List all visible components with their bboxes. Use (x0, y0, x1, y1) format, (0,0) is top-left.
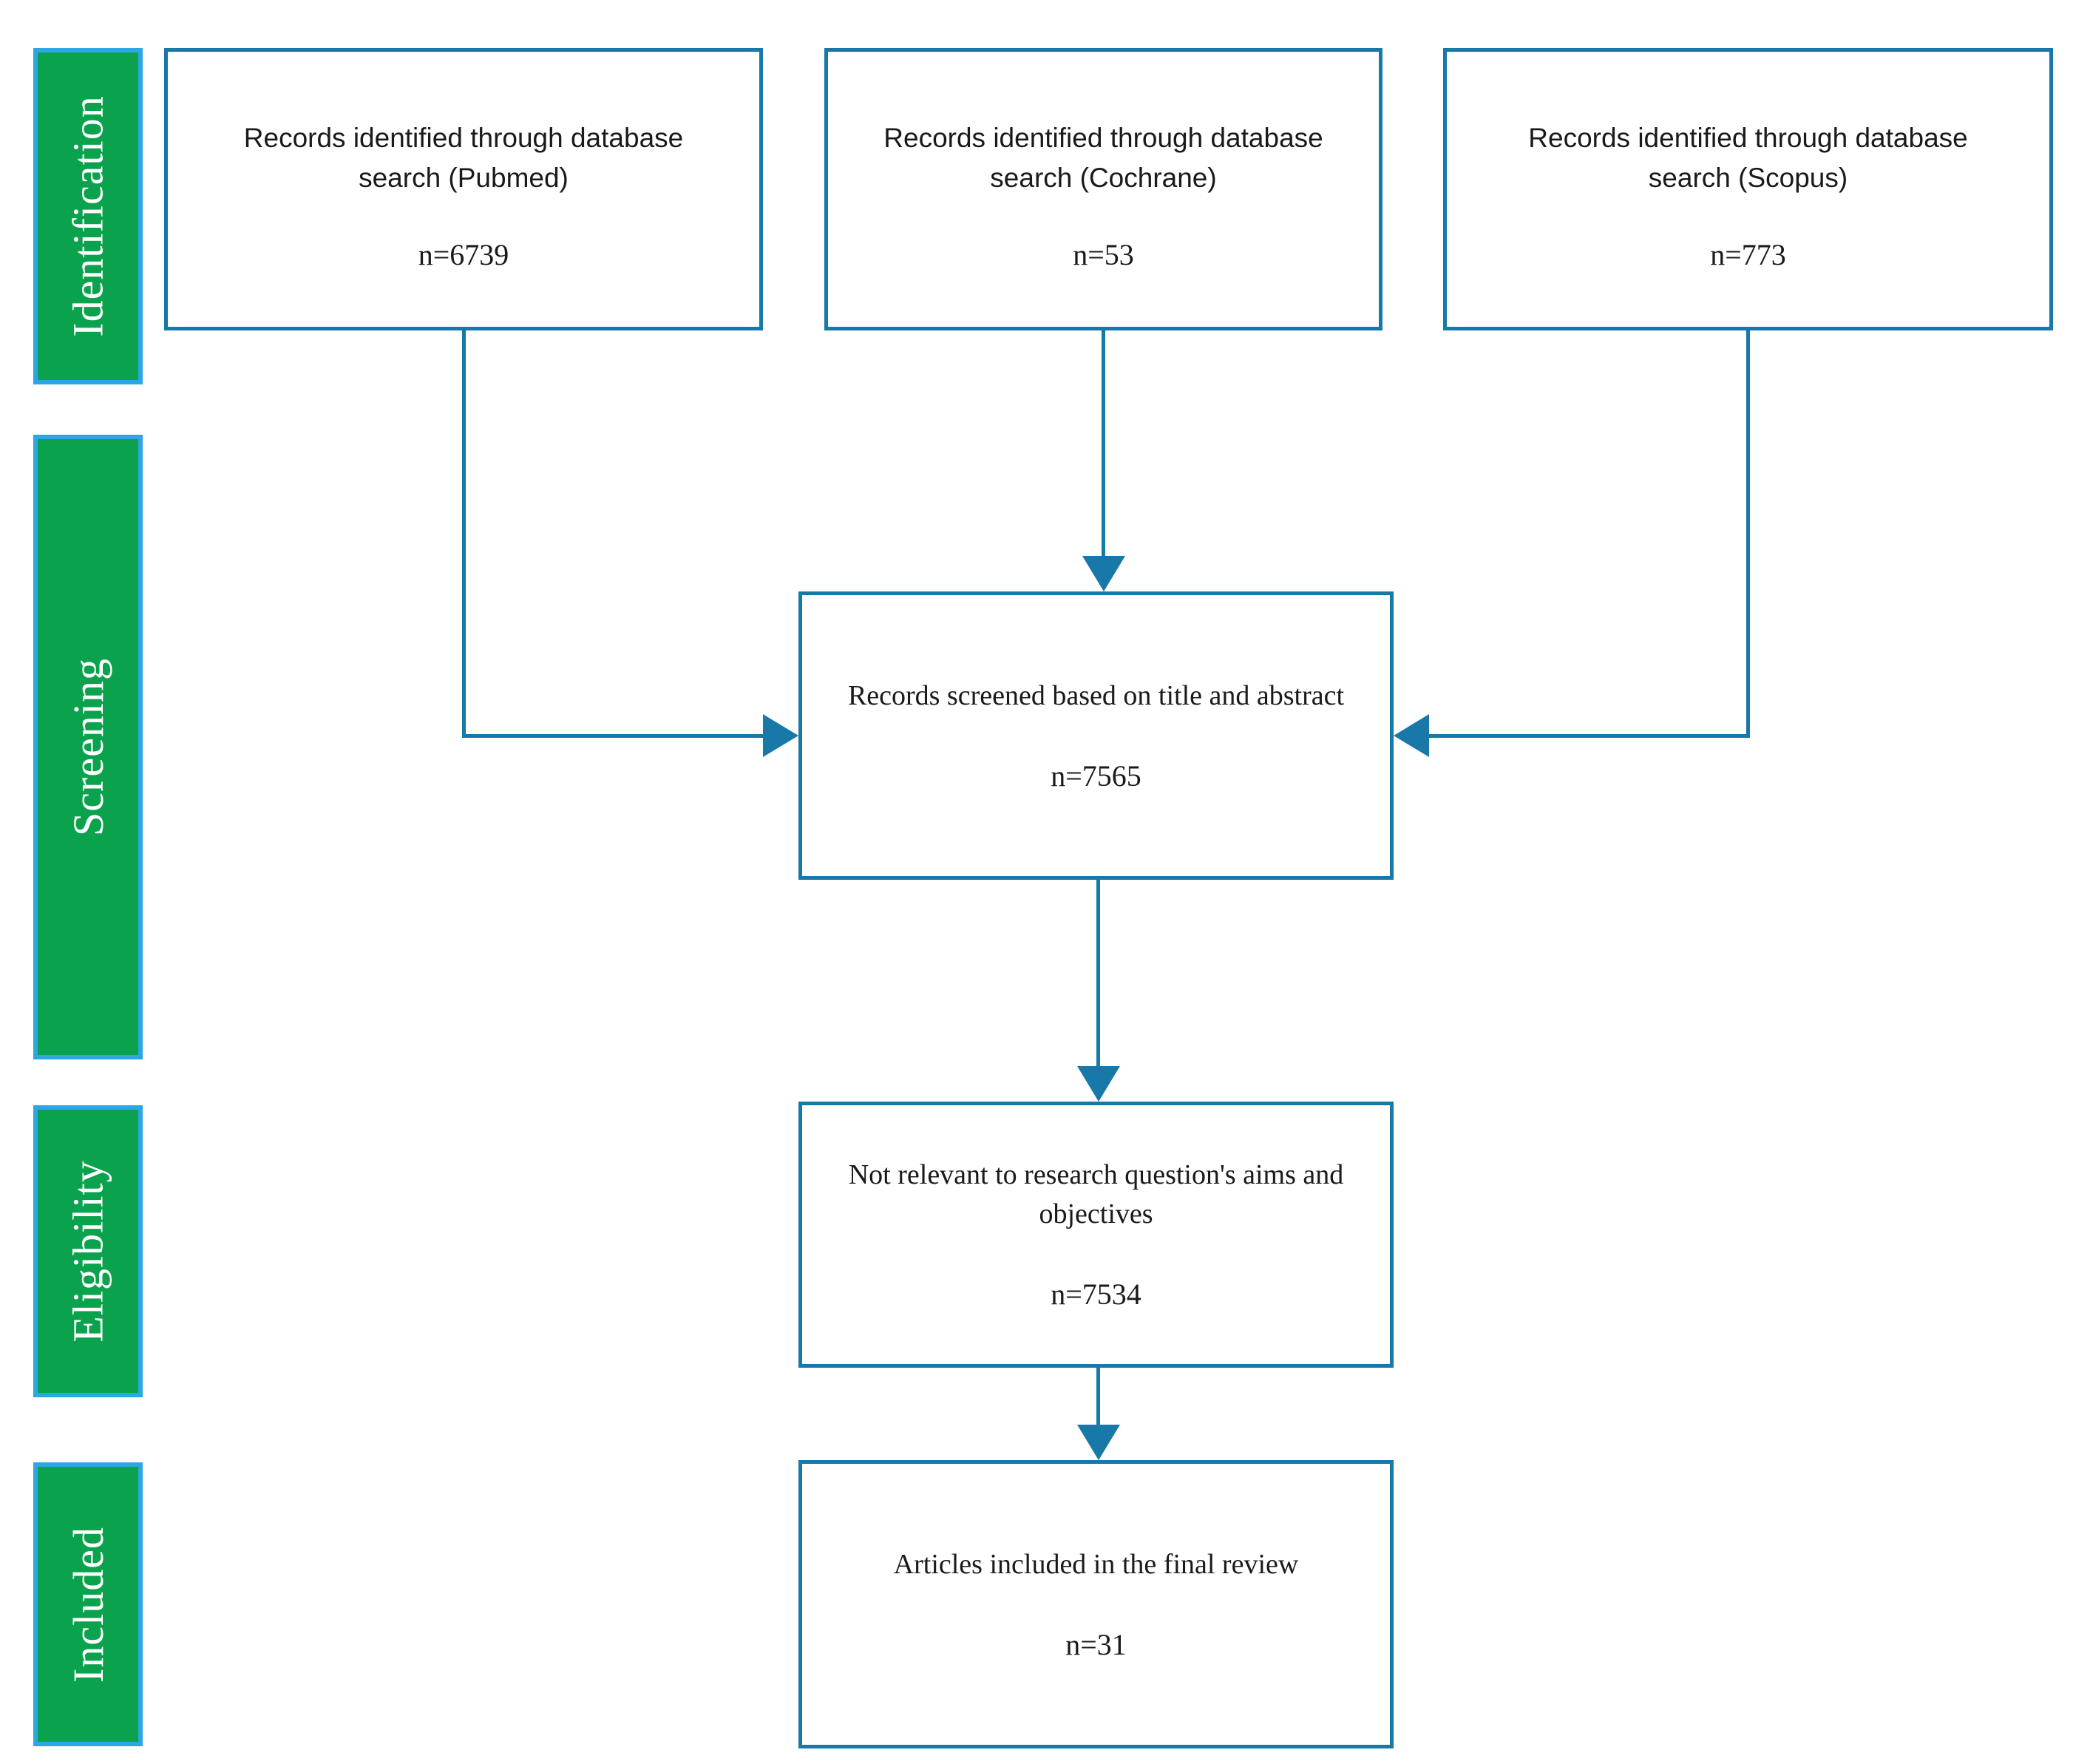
box-records-screened-count: n=7565 (1051, 759, 1141, 793)
box-records-cochrane: Records identified through database sear… (824, 48, 1382, 330)
arrow-screened-to-not-relevant-arrowhead-icon (1077, 1066, 1120, 1102)
box-not-relevant-title: Not relevant to research question's aims… (848, 1159, 1344, 1229)
arrow-pubmed-to-screened-vertical-line (462, 330, 466, 738)
arrow-pubmed-to-screened-horizontal-line (462, 734, 763, 738)
stage-label-eligibility: Eligibility (33, 1105, 143, 1397)
stage-label-screening-text: Screening (64, 658, 112, 836)
box-not-relevant-count: n=7534 (1051, 1278, 1141, 1311)
arrow-scopus-to-screened-arrowhead-icon (1394, 714, 1429, 757)
arrow-scopus-to-screened-vertical-line (1746, 330, 1750, 738)
box-records-screened: Records screened based on title and abst… (798, 591, 1394, 880)
box-records-screened-title: Records screened based on title and abst… (847, 679, 1345, 711)
box-articles-included-title: Articles included in the final review (893, 1548, 1299, 1580)
box-records-cochrane-count: n=53 (1073, 238, 1134, 271)
arrow-screened-to-not-relevant-line (1096, 880, 1100, 1068)
stage-label-identification-text: Identification (64, 95, 112, 337)
box-records-scopus: Records identified through database sear… (1443, 48, 2053, 330)
box-records-cochrane-title: Records identified through database sear… (883, 123, 1323, 193)
box-articles-included-count: n=31 (1065, 1627, 1127, 1661)
box-records-scopus-title: Records identified through database sear… (1528, 123, 1968, 193)
arrow-pubmed-to-screened-arrowhead-icon (763, 714, 798, 757)
arrow-scopus-to-screened-horizontal-line (1429, 734, 1750, 738)
arrow-not-relevant-to-included-arrowhead-icon (1077, 1425, 1120, 1460)
box-records-pubmed-title: Records identified through database sear… (243, 123, 684, 193)
stage-label-eligibility-text: Eligibility (64, 1160, 112, 1343)
box-records-scopus-count: n=773 (1710, 238, 1786, 271)
stage-label-included: Included (33, 1462, 143, 1746)
stage-label-identification: Identification (33, 48, 143, 384)
box-articles-included: Articles included in the final review n=… (798, 1460, 1394, 1748)
arrow-not-relevant-to-included-line (1096, 1368, 1100, 1427)
box-records-pubmed-count: n=6739 (418, 238, 509, 271)
box-not-relevant: Not relevant to research question's aims… (798, 1102, 1394, 1368)
stage-label-included-text: Included (64, 1526, 112, 1683)
stage-label-screening: Screening (33, 435, 143, 1059)
arrow-cochrane-to-screened-arrowhead-icon (1082, 556, 1125, 591)
box-records-pubmed: Records identified through database sear… (164, 48, 763, 330)
arrow-cochrane-to-screened-vertical-line (1102, 330, 1105, 557)
